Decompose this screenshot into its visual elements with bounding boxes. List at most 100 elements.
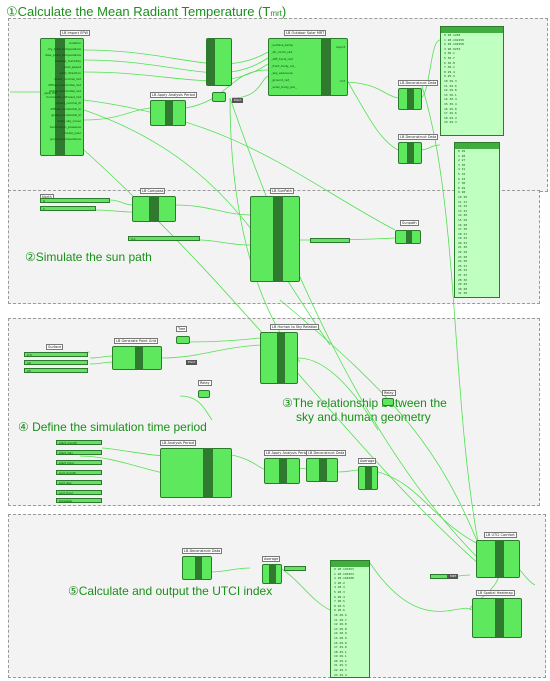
analysis-period-component[interactable] bbox=[160, 448, 232, 498]
heatmap-component[interactable] bbox=[472, 598, 522, 638]
panel-bottom-row: 15 28.9 bbox=[334, 635, 347, 640]
panel-top-row: 3 28.9232 bbox=[444, 46, 461, 51]
panel-right-row: 18 31 bbox=[458, 231, 468, 236]
group-period-title: ④ Define the simulation time period bbox=[18, 420, 207, 434]
wire bbox=[231, 75, 269, 99]
panel-top[interactable]: 0 28.1258 1 28.192258 2 28.192258 3 28.9… bbox=[440, 26, 504, 136]
north-slider[interactable]: 0 bbox=[40, 198, 110, 203]
relay-label: Relay bbox=[382, 390, 396, 396]
point-tag[interactable]: Point bbox=[186, 360, 198, 365]
panel-right-row: 16 28 bbox=[458, 222, 468, 227]
radius-slider-value: 0.1 bbox=[131, 237, 136, 241]
end-day-label: end_day bbox=[59, 481, 72, 485]
import-epw-out: relative_humidity bbox=[54, 59, 81, 63]
deconstruct-1-label: LB Deconstruct Data bbox=[398, 80, 439, 86]
start-hour-slider[interactable]: start_hour bbox=[56, 460, 102, 465]
ghpython-component[interactable] bbox=[206, 38, 232, 86]
panel-right-row: 24 30 bbox=[458, 259, 468, 264]
group-human-sky-title-1: ③The relationship between the bbox=[282, 396, 447, 410]
outdoor-mrt-component[interactable]: _surface_temp _dir_norm_rad _diff_horiz_… bbox=[268, 38, 348, 96]
wire bbox=[95, 209, 133, 213]
outdoor-mrt-in: _surface_temp bbox=[271, 43, 293, 47]
mrt-tag[interactable]: Point bbox=[232, 98, 244, 103]
tree-param[interactable] bbox=[176, 336, 190, 344]
compass-label: LB Compass bbox=[140, 188, 166, 194]
grid-size-slider[interactable]: 0.5 bbox=[24, 352, 88, 357]
utci-tag[interactable]: MRT bbox=[448, 574, 459, 579]
grid-x-slider[interactable]: 10 bbox=[24, 360, 88, 365]
panel-bottom[interactable]: 0 28.193453 1 28.193453 2 28.164508 3 28… bbox=[330, 560, 370, 678]
panel-right-row: 28 30 bbox=[458, 277, 468, 282]
deconstruct-4-component[interactable] bbox=[182, 556, 212, 580]
panel-top-row: 9 29.3 bbox=[444, 74, 455, 79]
panel-right-row: 4 31 bbox=[458, 167, 466, 172]
end-day-slider[interactable]: end_day bbox=[56, 480, 102, 485]
import-epw-core bbox=[55, 39, 65, 155]
sunpath-component[interactable] bbox=[250, 196, 300, 282]
wire bbox=[419, 79, 481, 553]
deconstruct-3-component[interactable] bbox=[306, 458, 338, 482]
deconstruct-2-component[interactable] bbox=[398, 142, 422, 164]
scale-slider[interactable]: 1 bbox=[40, 206, 96, 211]
average-2-component[interactable] bbox=[262, 564, 282, 584]
number-param[interactable] bbox=[212, 92, 226, 102]
wire bbox=[347, 81, 399, 99]
start-day-label: start_day bbox=[59, 451, 74, 455]
import-epw-out: ground_temperature bbox=[50, 137, 81, 141]
panel-right-row: 26 32 bbox=[458, 268, 468, 273]
import-epw-component[interactable]: _epw_file location dry_bulb_temperature … bbox=[40, 38, 84, 156]
average-2-core bbox=[269, 565, 276, 583]
outdoor-mrt-in: _fract_body_vis_ bbox=[271, 64, 296, 68]
utci-component[interactable] bbox=[476, 540, 520, 578]
avg-output-slider[interactable] bbox=[284, 566, 306, 571]
wire bbox=[83, 63, 269, 82]
relay2-component[interactable] bbox=[198, 390, 210, 398]
end-month-slider[interactable]: end_month bbox=[56, 470, 102, 475]
panel-bottom-row: 9 28.6 bbox=[334, 608, 345, 613]
panel-right-row: 2 27 bbox=[458, 158, 466, 163]
grid-y-slider[interactable]: 15 bbox=[24, 368, 88, 373]
generate-grid-component[interactable] bbox=[112, 346, 162, 370]
group-mrt-title-text: ①Calculate the Mean Radiant Temperature … bbox=[6, 4, 271, 19]
timestep-slider[interactable]: timestep bbox=[56, 498, 102, 503]
panel-top-row: 4 30.1 bbox=[444, 51, 455, 56]
compass-component[interactable] bbox=[132, 196, 176, 222]
panel-right-header bbox=[455, 143, 499, 149]
deconstruct-1-component[interactable] bbox=[398, 88, 422, 110]
human-sky-component[interactable] bbox=[260, 332, 298, 384]
panel-bottom-row: 10 28.6 bbox=[334, 612, 347, 617]
apply-period-top-label: LB Apply Analysis Period bbox=[150, 92, 197, 98]
wire bbox=[209, 567, 251, 573]
panel-right-row: 21 30 bbox=[458, 245, 468, 250]
deconstruct-2-core bbox=[407, 143, 414, 163]
apply-period-mid-component[interactable] bbox=[264, 458, 300, 484]
radius-slider[interactable]: 0.1 bbox=[128, 236, 200, 241]
sunpath-scale-slider[interactable] bbox=[310, 238, 350, 243]
start-day-slider[interactable]: start_day bbox=[56, 450, 102, 455]
panel-bottom-row: 22 29.3 bbox=[334, 668, 347, 673]
import-epw-input: _epw_file bbox=[43, 91, 57, 95]
outdoor-mrt-out: mrt bbox=[339, 79, 345, 83]
sunpath-preview[interactable] bbox=[395, 230, 421, 244]
sunpath-label: LB SunPath bbox=[270, 188, 294, 194]
apply-period-top-component[interactable] bbox=[150, 100, 186, 126]
start-month-slider[interactable]: start_month bbox=[56, 440, 102, 445]
wire bbox=[279, 299, 481, 549]
panel-bottom-row: 2 28.164508 bbox=[334, 576, 354, 581]
panel-right[interactable]: 0 29 1 28 2 27 3 30 4 31 5 32 6 33 7 30 … bbox=[454, 142, 500, 298]
average-1-component[interactable] bbox=[358, 466, 378, 490]
panel-top-row: 2 28.192258 bbox=[444, 42, 464, 47]
panel-right-row: 8 29 bbox=[458, 185, 466, 190]
panel-bottom-row: 20 29.2 bbox=[334, 658, 347, 663]
utci-input-slider[interactable] bbox=[430, 574, 448, 579]
relay-component[interactable] bbox=[382, 398, 394, 406]
panel-right-row: 23 28 bbox=[458, 254, 468, 259]
end-hour-slider[interactable]: end_hour bbox=[56, 490, 102, 495]
panel-right-row: 19 32 bbox=[458, 236, 468, 241]
panel-top-row: 0 28.1258 bbox=[444, 33, 461, 37]
average-1-label: Average bbox=[358, 458, 377, 464]
wire bbox=[184, 337, 261, 343]
end-month-label: end_month bbox=[59, 471, 76, 475]
panel-bottom-row: 1 28.193453 bbox=[334, 571, 354, 576]
generate-grid-core bbox=[135, 347, 143, 369]
